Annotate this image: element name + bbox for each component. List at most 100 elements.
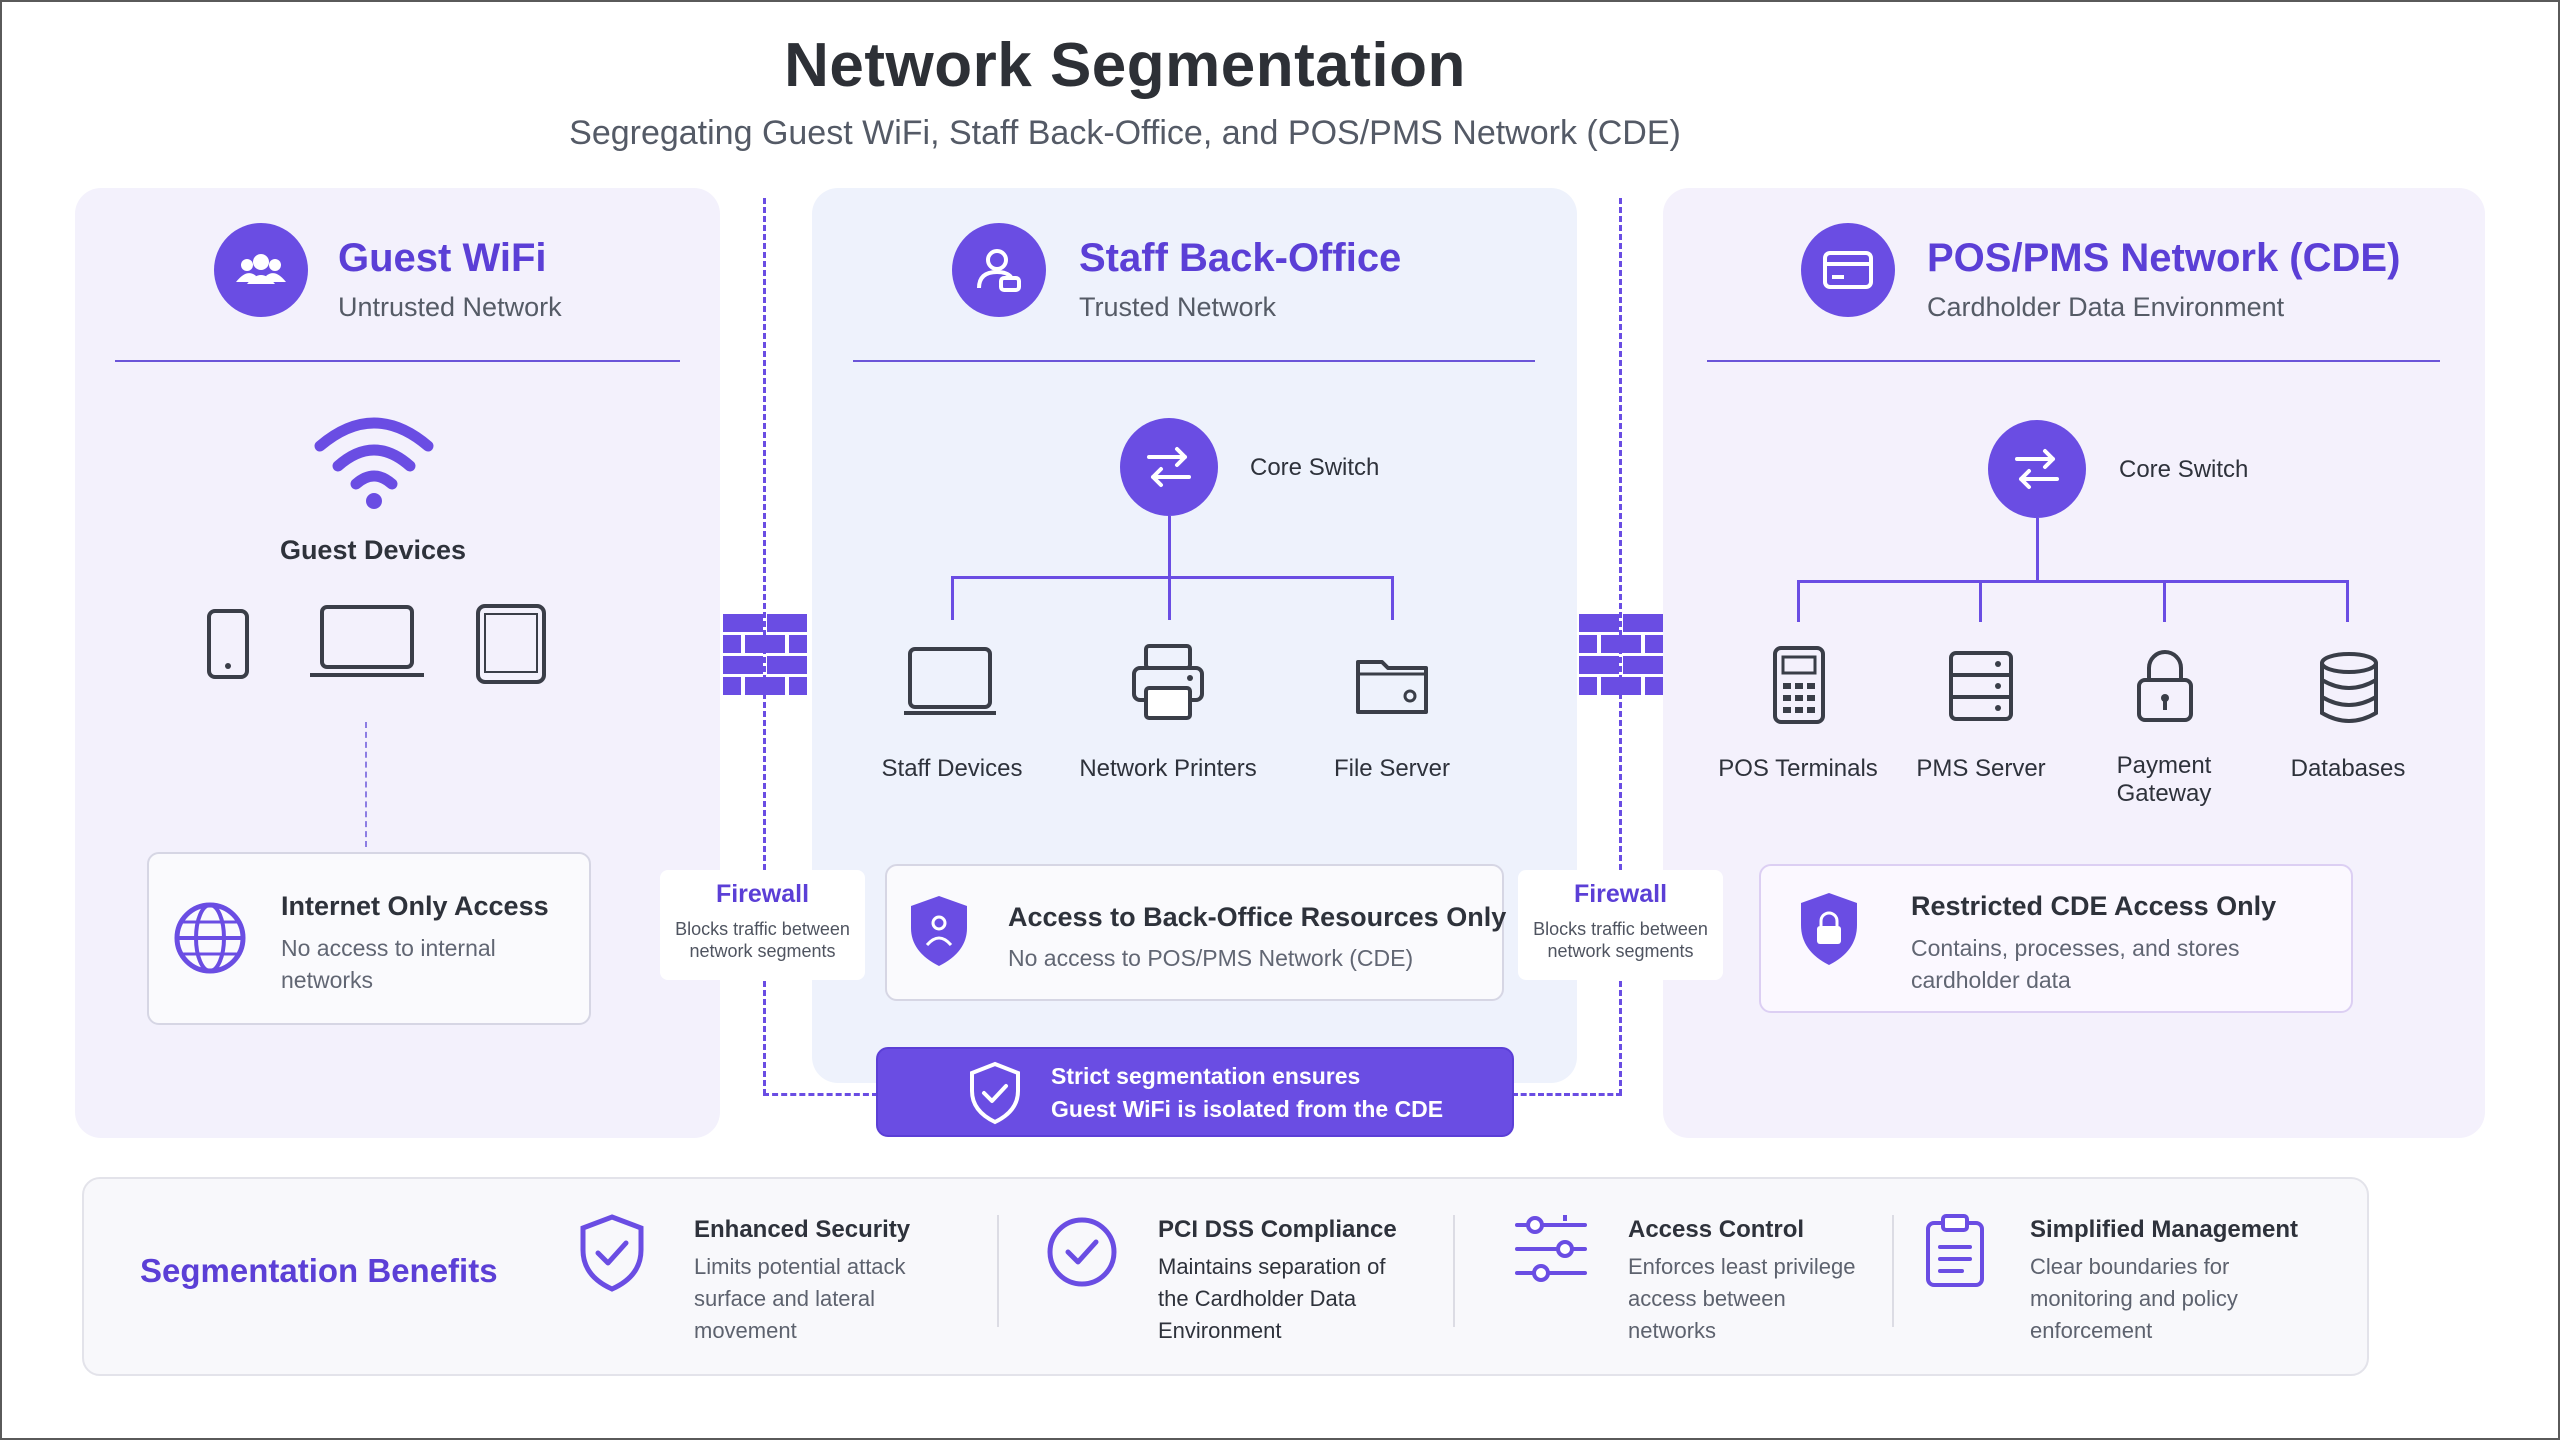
tablet-icon — [475, 603, 547, 690]
cde-tree-drop-4 — [2346, 580, 2349, 622]
laptop-icon — [902, 645, 998, 726]
benefit-4-line1: Clear boundaries for — [2030, 1254, 2230, 1279]
cde-node-label-3b: Gateway — [2116, 780, 2212, 807]
right-boundary-bottom — [1512, 1093, 1622, 1096]
benefit-2-line3: Environment — [1158, 1318, 1282, 1343]
database-icon — [2318, 652, 2380, 729]
phone-icon — [206, 608, 250, 685]
benefit-1-line1: Limits potential attack — [694, 1254, 906, 1279]
benefit-2-line2: the Cardholder Data — [1158, 1286, 1357, 1311]
staff-node-label-3: File Server — [1333, 755, 1451, 782]
staff-tree-bar — [951, 576, 1394, 579]
page-title: Network Segmentation — [784, 31, 1466, 100]
calculator-icon — [1771, 645, 1827, 730]
cde-node-label-1: POS Terminals — [1718, 755, 1878, 782]
back-office-access-line1: No access to POS/PMS Network (CDE) — [1008, 945, 1414, 971]
restricted-cde-title: Restricted CDE Access Only — [1911, 891, 2277, 921]
firewall-icon — [723, 614, 807, 701]
laptop-icon — [308, 603, 426, 688]
card-icon — [1801, 223, 1895, 317]
cde-title: POS/PMS Network (CDE) — [1927, 236, 2401, 280]
staff-tree-drop-1 — [951, 576, 954, 620]
server-icon — [1948, 650, 2014, 727]
cde-tree-stem — [2036, 518, 2039, 582]
core-switch-icon — [1988, 420, 2086, 518]
globe-icon — [172, 900, 248, 981]
benefit-4-line3: enforcement — [2030, 1318, 2153, 1343]
folder-icon — [1354, 652, 1430, 721]
sliders-icon — [1513, 1213, 1589, 1290]
firewall-left-line1: Blocks traffic between — [675, 919, 850, 939]
core-switch-icon — [1120, 418, 1218, 516]
firewall-right-line1: Blocks traffic between — [1533, 919, 1708, 939]
benefit-3-title: Access Control — [1628, 1216, 1805, 1243]
staff-subtitle: Trusted Network — [1079, 292, 1277, 322]
guest-divider — [115, 360, 680, 362]
benefit-2-line1: Maintains separation of — [1158, 1254, 1386, 1279]
benefit-separator-3 — [1892, 1215, 1894, 1327]
firewall-left-title: Firewall — [715, 880, 810, 908]
internet-only-line2: networks — [281, 967, 374, 993]
shield-check-icon — [576, 1213, 648, 1298]
shield-lock-icon — [1796, 890, 1862, 973]
benefit-2-title: PCI DSS Compliance — [1158, 1216, 1397, 1243]
banner-line2: Guest WiFi is isolated from the CDE — [1051, 1096, 1444, 1122]
firewall-right-title: Firewall — [1573, 880, 1668, 908]
firewall-right-line2: network segments — [1547, 941, 1694, 961]
cde-core-switch-label: Core Switch — [2119, 456, 2249, 483]
check-circle-icon — [1046, 1216, 1118, 1293]
benefit-separator-2 — [1453, 1215, 1455, 1327]
segmentation-benefits-panel — [82, 1177, 2369, 1376]
firewall-left-line2: network segments — [689, 941, 836, 961]
staff-divider — [853, 360, 1535, 362]
guest-connector — [365, 722, 367, 847]
user-badge-icon — [952, 223, 1046, 317]
cde-tree-drop-2 — [1979, 580, 1982, 622]
lock-icon — [2134, 648, 2196, 729]
staff-tree-drop-3 — [1391, 576, 1394, 620]
benefit-3-line2: access between — [1628, 1286, 1786, 1311]
benefits-title: Segmentation Benefits — [140, 1252, 498, 1289]
clipboard-icon — [1922, 1213, 1988, 1294]
benefit-separator-1 — [997, 1215, 999, 1327]
left-boundary-bottom — [763, 1093, 878, 1096]
cde-tree-drop-3 — [2163, 580, 2166, 622]
staff-node-label-2: Network Printers — [1079, 755, 1257, 782]
page-subtitle: Segregating Guest WiFi, Staff Back-Offic… — [569, 114, 1681, 152]
staff-core-switch-label: Core Switch — [1250, 454, 1380, 481]
cde-tree-drop-1 — [1797, 580, 1800, 622]
cde-node-label-3a: Payment — [2116, 752, 2212, 779]
users-icon — [214, 223, 308, 317]
firewall-left-label-bg — [660, 870, 865, 980]
cde-node-label-2: PMS Server — [1916, 755, 2046, 782]
cde-divider — [1707, 360, 2440, 362]
benefit-3-line1: Enforces least privilege — [1628, 1254, 1856, 1279]
back-office-access-title: Access to Back-Office Resources Only — [1008, 902, 1507, 932]
firewall-right-label-bg — [1518, 870, 1723, 980]
benefit-1-title: Enhanced Security — [694, 1216, 911, 1243]
shield-user-icon — [906, 893, 972, 974]
benefit-3-line3: networks — [1628, 1318, 1717, 1343]
guest-wifi-title: Guest WiFi — [338, 236, 547, 280]
restricted-cde-access-box — [1759, 864, 2353, 1013]
printer-icon — [1130, 642, 1206, 727]
firewall-icon — [1579, 614, 1663, 701]
cde-node-label-4: Databases — [2290, 755, 2406, 782]
benefit-4-line2: monitoring and policy — [2030, 1286, 2238, 1311]
staff-title: Staff Back-Office — [1079, 236, 1402, 280]
wifi-icon — [312, 412, 436, 517]
banner-line1: Strict segmentation ensures — [1051, 1063, 1361, 1089]
guest-devices-label: Guest Devices — [279, 535, 467, 565]
cde-subtitle: Cardholder Data Environment — [1927, 292, 2285, 322]
benefit-4-title: Simplified Management — [2030, 1216, 2299, 1243]
staff-node-label-1: Staff Devices — [881, 755, 1023, 782]
internet-only-title: Internet Only Access — [281, 891, 549, 921]
guest-wifi-subtitle: Untrusted Network — [338, 292, 562, 322]
staff-tree-stem — [1168, 516, 1171, 578]
shield-check-icon — [966, 1061, 1024, 1130]
back-office-access-box — [885, 864, 1504, 1001]
restricted-cde-line1: Contains, processes, and stores — [1911, 935, 2240, 961]
internet-only-line1: No access to internal — [281, 935, 496, 961]
staff-tree-drop-2 — [1168, 576, 1171, 620]
